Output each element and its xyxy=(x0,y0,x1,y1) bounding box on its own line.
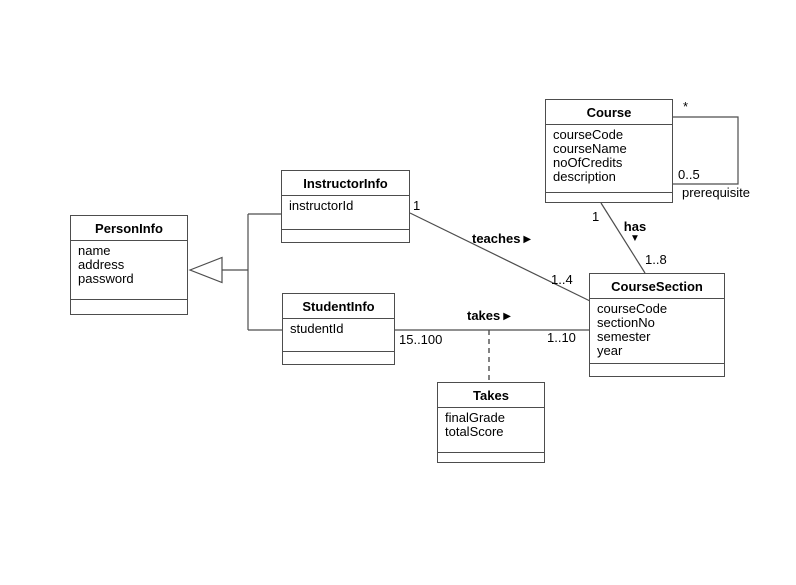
teaches-direction-arrow-icon: ▶ xyxy=(523,234,532,245)
attribute-studentid: studentId xyxy=(290,321,344,336)
takes-direction-arrow-icon: ▶ xyxy=(503,311,511,322)
attribute-description: description xyxy=(553,169,616,184)
class-operations-studentinfo xyxy=(283,352,394,364)
class-attributes-personinfo: name address password xyxy=(71,240,187,300)
class-operations-instructorinfo xyxy=(282,230,409,242)
teaches-label-text: teaches xyxy=(472,231,521,246)
class-box-takes: Takes finalGrade totalScore xyxy=(437,382,545,463)
class-box-instructorinfo: InstructorInfo instructorId xyxy=(281,170,410,243)
teaches-association-label: teaches▶ xyxy=(472,232,531,246)
teaches-instructor-multiplicity: 1 xyxy=(413,198,421,213)
class-title-course: Course xyxy=(586,105,632,120)
takes-association-label: takes▶ xyxy=(467,309,511,323)
prerequisite-role-label: prerequisite xyxy=(682,185,750,200)
class-title-studentinfo: StudentInfo xyxy=(302,299,375,314)
attribute-address: address xyxy=(78,257,125,272)
generalization-triangle-icon xyxy=(188,256,223,284)
has-direction-arrow-icon: ▼ xyxy=(630,233,640,244)
class-attributes-studentinfo: studentId xyxy=(283,318,394,352)
class-attributes-course: courseCode courseName noOfCredits descri… xyxy=(546,124,672,193)
has-association-label: has▼ xyxy=(617,220,653,245)
class-operations-takes xyxy=(438,453,544,462)
teaches-association-line xyxy=(409,212,591,302)
class-box-course: Course courseCode courseName noOfCredits… xyxy=(545,99,673,203)
class-attributes-instructorinfo: instructorId xyxy=(282,195,409,230)
attribute-password: password xyxy=(78,271,134,286)
class-operations-course xyxy=(546,193,672,202)
prerequisite-target-multiplicity: 0..5 xyxy=(678,167,700,182)
attribute-sectionno: sectionNo xyxy=(597,315,655,330)
attribute-coursecode: courseCode xyxy=(597,301,668,316)
attribute-name: name xyxy=(78,243,111,258)
takes-student-multiplicity: 15..100 xyxy=(399,332,443,347)
attribute-totalscore: totalScore xyxy=(445,424,504,439)
class-title-personinfo: PersonInfo xyxy=(95,221,163,236)
attribute-coursecode: courseCode xyxy=(553,127,624,142)
teaches-section-multiplicity: 1..4 xyxy=(551,272,573,287)
attribute-coursename: courseName xyxy=(553,141,627,156)
class-box-personinfo: PersonInfo name address password xyxy=(70,215,188,315)
attribute-instructorid: instructorId xyxy=(289,198,354,213)
class-title-takes: Takes xyxy=(473,388,509,403)
attribute-finalgrade: finalGrade xyxy=(445,410,505,425)
attribute-year: year xyxy=(597,343,623,358)
class-attributes-coursesection: courseCode sectionNo semester year xyxy=(590,298,724,364)
class-title-instructorinfo: InstructorInfo xyxy=(303,176,388,191)
class-box-studentinfo: StudentInfo studentId xyxy=(282,293,395,365)
prerequisite-source-multiplicity: * xyxy=(683,99,689,114)
class-operations-coursesection xyxy=(590,364,724,376)
has-course-multiplicity: 1 xyxy=(592,209,600,224)
attribute-noofcredits: noOfCredits xyxy=(553,155,623,170)
class-attributes-takes: finalGrade totalScore xyxy=(438,407,544,453)
takes-label-text: takes xyxy=(467,308,501,323)
attribute-semester: semester xyxy=(597,329,651,344)
class-operations-personinfo xyxy=(71,300,187,314)
class-title-coursesection: CourseSection xyxy=(611,279,703,294)
takes-section-multiplicity: 1..10 xyxy=(547,330,576,345)
has-section-multiplicity: 1..8 xyxy=(645,252,667,267)
class-box-coursesection: CourseSection courseCode sectionNo semes… xyxy=(589,273,725,377)
